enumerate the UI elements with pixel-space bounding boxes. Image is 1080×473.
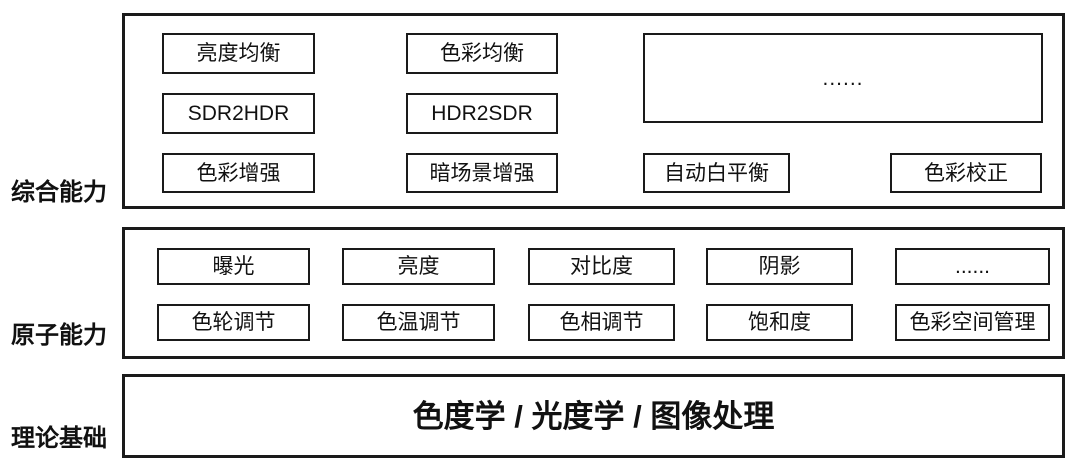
atomic-capabilities-panel: 曝光 亮度 对比度 阴影 ...... 色轮调节 色温调节 色相调节 饱和度 色… (122, 227, 1065, 359)
section-label-comprehensive: 综合能力 (11, 179, 107, 206)
box-hue-adjust: 色相调节 (528, 304, 675, 341)
box-color-space-management: 色彩空间管理 (895, 304, 1050, 341)
box-hdr2sdr: HDR2SDR (406, 93, 558, 134)
comprehensive-capabilities-panel: 亮度均衡 色彩均衡 SDR2HDR HDR2SDR 色彩增强 暗场景增强 ...… (122, 13, 1065, 209)
box-dark-scene-enhancement: 暗场景增强 (406, 153, 558, 193)
box-exposure: 曝光 (157, 248, 310, 285)
box-brightness-equalization: 亮度均衡 (162, 33, 315, 74)
box-color-temperature-adjust: 色温调节 (342, 304, 495, 341)
box-saturation: 饱和度 (706, 304, 853, 341)
box-auto-white-balance: 自动白平衡 (643, 153, 790, 193)
box-color-wheel-adjust: 色轮调节 (157, 304, 310, 341)
box-sdr2hdr: SDR2HDR (162, 93, 315, 134)
theory-foundation-panel: 色度学 / 光度学 / 图像处理 (122, 374, 1065, 458)
box-color-correction: 色彩校正 (890, 153, 1042, 193)
box-ellipsis-comprehensive: ...... (643, 33, 1043, 123)
theory-foundation-text: 色度学 / 光度学 / 图像处理 (412, 398, 775, 434)
box-color-equalization: 色彩均衡 (406, 33, 558, 74)
section-label-atomic: 原子能力 (11, 322, 107, 349)
box-shadow: 阴影 (706, 248, 853, 285)
section-label-theory: 理论基础 (11, 425, 107, 452)
box-brightness: 亮度 (342, 248, 495, 285)
box-ellipsis-atomic: ...... (895, 248, 1050, 285)
box-contrast: 对比度 (528, 248, 675, 285)
box-color-enhancement: 色彩增强 (162, 153, 315, 193)
